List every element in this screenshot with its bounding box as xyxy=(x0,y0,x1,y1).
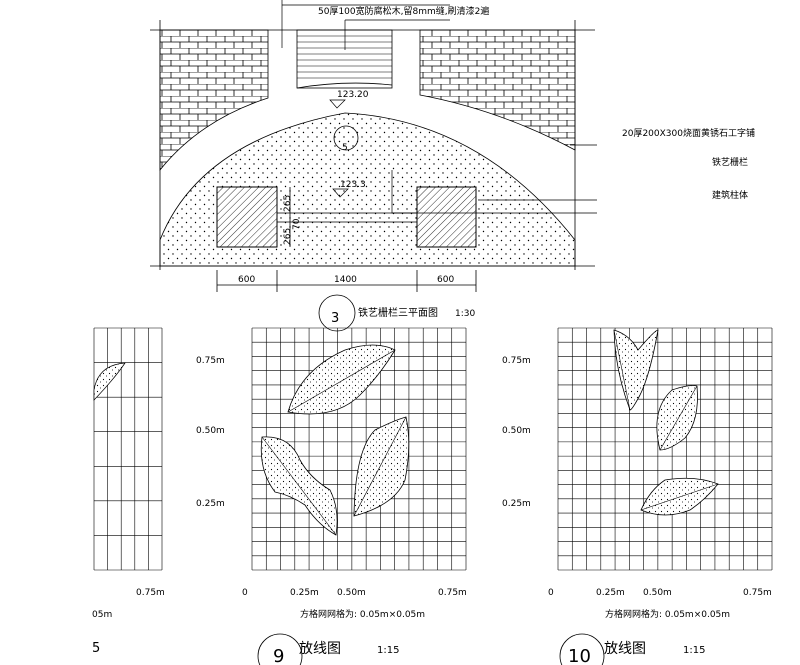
scale-10: 1:15 xyxy=(683,645,705,656)
dim-v-1: 265 xyxy=(283,195,293,212)
partial-title: 5 xyxy=(92,641,100,656)
dim-600-right: 600 xyxy=(437,275,454,285)
x-label-0.50-10: 0.50m xyxy=(643,588,672,598)
title-10: 放线图 xyxy=(604,641,646,657)
brick-paving-left xyxy=(159,29,269,172)
y-label-0.75: 0.75m xyxy=(196,356,225,366)
column-left xyxy=(216,186,278,248)
leaves-drawing-9 xyxy=(260,344,410,536)
grid-note-9: 方格网网格为: 0.05m×0.05m xyxy=(300,608,425,620)
leaves-drawing-10 xyxy=(613,329,719,516)
leaf-shape xyxy=(613,329,659,411)
y-label-0.50: 0.50m xyxy=(196,426,225,436)
x-label-0: 0 xyxy=(242,588,248,598)
y-label-0.25-10: 0.25m xyxy=(502,499,531,509)
leaf-shape xyxy=(640,477,719,516)
leader-paving-text: 20厚200X300烧面黄锈石工字铺 xyxy=(622,127,755,139)
dim-600-left: 600 xyxy=(238,275,255,285)
leaf-shape xyxy=(353,416,410,517)
title-number-9: 9 xyxy=(273,646,284,665)
x-label-0.25-10: 0.25m xyxy=(596,588,625,598)
partial-note: 05m xyxy=(92,610,112,620)
title-circle-10 xyxy=(559,633,605,665)
plan-title: 铁艺栅栏三平面图 xyxy=(358,306,438,319)
grid-partial xyxy=(93,327,163,571)
dimension-line xyxy=(216,187,477,292)
leaf-shape xyxy=(287,344,396,415)
detail-ref-circle xyxy=(333,125,359,151)
plan-scale: 1:30 xyxy=(455,309,475,319)
title-number-3: 3 xyxy=(331,311,339,326)
grid-note-10: 方格网网格为: 0.05m×0.05m xyxy=(605,608,730,620)
dim-v-3: 265 xyxy=(283,228,293,245)
title-number-10: 10 xyxy=(568,646,591,665)
railing-plan xyxy=(150,0,597,332)
x-label-0.75: 0.75m xyxy=(438,588,467,598)
x-label-0.50: 0.50m xyxy=(337,588,366,598)
elevation-mid: 123.3 xyxy=(340,180,366,190)
x-label-0.75-10: 0.75m xyxy=(743,588,772,598)
y-label-0.25: 0.25m xyxy=(196,499,225,509)
leader-railing-text: 铁艺栅栏 xyxy=(712,156,748,168)
partial-leaf xyxy=(93,362,126,401)
y-label-0.75-10: 0.75m xyxy=(502,356,531,366)
elevation-top: 123.20 xyxy=(337,90,369,100)
brick-paving-right xyxy=(419,29,576,151)
scale-9: 1:15 xyxy=(377,645,399,656)
detail-ref-number: 5 xyxy=(342,143,348,153)
wood-plank-deck xyxy=(296,29,393,89)
column-right xyxy=(416,186,477,248)
title-circle-9 xyxy=(257,633,303,665)
y-label-0.50-10: 0.50m xyxy=(502,426,531,436)
x-label-0.25: 0.25m xyxy=(290,588,319,598)
title-circle-3 xyxy=(318,294,356,332)
x-label-0-10: 0 xyxy=(548,588,554,598)
dim-1400: 1400 xyxy=(334,275,357,285)
leader-wood-text: 50厚100宽防腐松木,留8mm缝,刷清漆2遍 xyxy=(318,5,489,17)
title-9: 放线图 xyxy=(299,641,341,657)
partial-x-label: 0.75m xyxy=(136,588,165,598)
dim-v-2: 70 xyxy=(292,218,302,230)
leader-column-text: 建筑柱体 xyxy=(712,189,748,201)
